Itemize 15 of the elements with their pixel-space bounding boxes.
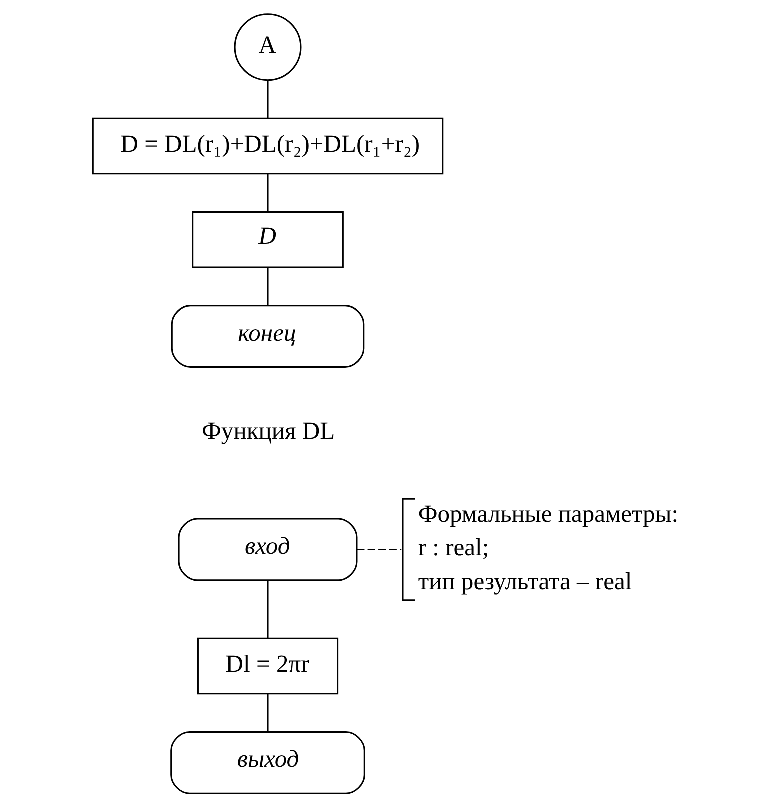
connector: [266, 174, 268, 212]
node-box: D: [192, 212, 344, 268]
connector: [266, 694, 268, 732]
connector: [266, 80, 268, 118]
node-box: выход: [170, 732, 365, 794]
connector: [266, 580, 268, 638]
node-box: D = DL(r₁)+DL(r₂)+DL(r₁+r₂): [92, 118, 444, 175]
node-box: конец: [170, 305, 364, 368]
label: Функция DL: [202, 418, 335, 445]
connector: [356, 548, 402, 550]
node-text: Формальные параметры: r : real; тип результата – real: [418, 500, 678, 596]
connector: [266, 268, 268, 306]
node-box: вход: [178, 518, 358, 582]
node-box: Dl = 2πr: [196, 638, 338, 695]
node-circle: A: [234, 14, 302, 82]
